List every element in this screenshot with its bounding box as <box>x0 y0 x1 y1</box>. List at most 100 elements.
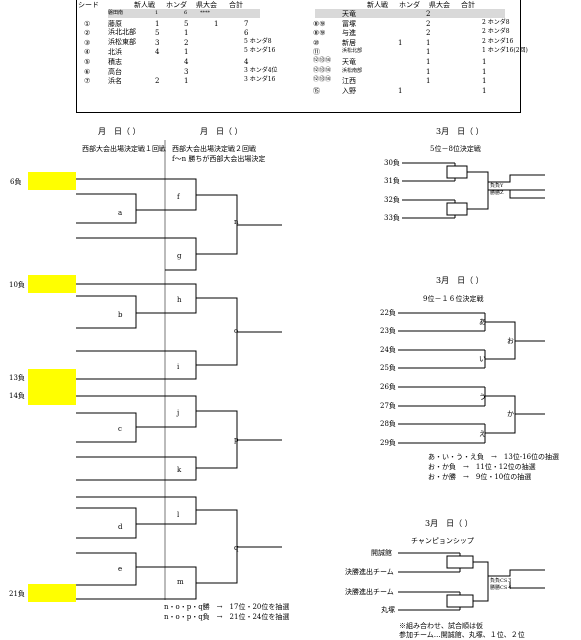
seed-number: ⑪ <box>313 48 320 57</box>
cell-pref: **** <box>200 10 210 16</box>
round2-subtitle: f～n 勝ちが西部大会出場決定 <box>172 155 266 163</box>
seed-number: ⑫⑬⑭ <box>313 66 332 74</box>
seed-number: ④ <box>84 48 91 57</box>
team-name: 磐田南 <box>108 10 124 16</box>
match-j-bracket <box>165 395 197 428</box>
place5-result-1: 負負Y <box>490 183 504 189</box>
seed-header: シード <box>78 1 99 9</box>
col-header-new: 新人戦 <box>134 1 155 9</box>
team-name: 天竜 <box>342 10 356 18</box>
cell-total: 3 ホンダ4位 <box>244 66 278 74</box>
match-p-bracket <box>196 410 238 469</box>
seed-number: ③ <box>84 38 91 47</box>
col-header-total-r: 合計 <box>461 1 475 9</box>
table-header-shade-right <box>315 9 505 18</box>
champ-result-2: 勝勝CS４ <box>490 585 513 591</box>
col-header-honda-r: ホンダ <box>399 1 420 9</box>
cell-total: 1 <box>482 77 487 86</box>
cell-honda: 2 <box>426 29 431 38</box>
yellow-slot-10 <box>28 275 76 293</box>
bottom-note-1: n・o・p・q勝 → 17位・20位を抽選 <box>164 603 290 611</box>
slot-label-13: 13負 <box>9 374 25 382</box>
seed-table <box>76 0 521 113</box>
match-label-う: う <box>479 393 486 401</box>
match-q-bracket <box>196 509 238 584</box>
pl5-upper2 <box>509 190 545 199</box>
cell-honda: 1 <box>184 29 189 38</box>
champ-upper <box>488 569 545 577</box>
place9-date: 3月 日（ ） <box>436 276 484 285</box>
pl5-upper <box>488 174 545 183</box>
team-name: 浜松東部 <box>108 37 136 46</box>
champ-result-1: 負負CS３ <box>490 578 513 584</box>
col-header-honda: ホンダ <box>166 1 187 9</box>
match-g-bracket <box>165 237 197 271</box>
match-n-bracket <box>196 194 238 255</box>
cell-total: 1 <box>482 86 487 95</box>
pl9-semi-o <box>485 321 516 360</box>
match-h-bracket <box>165 283 197 314</box>
cell-total: 3 ホンダ16 <box>244 76 276 84</box>
cell-honda: 1 <box>426 67 431 76</box>
cell-honda: 2 <box>426 19 431 28</box>
cell-honda: 5 <box>184 19 189 28</box>
champ-lower <box>509 582 545 589</box>
cell-honda: 4 <box>184 58 189 66</box>
cell-total: 7 <box>244 19 249 28</box>
slot-label-6: 6負 <box>10 178 22 186</box>
cell-honda: 6 <box>184 10 188 16</box>
cell-new: 4 <box>155 48 160 57</box>
seed-number: ⑧⑨ <box>313 19 326 28</box>
team-name: 新居 <box>342 38 356 47</box>
match-label-え: え <box>479 430 486 438</box>
team-name: 江西 <box>342 77 356 86</box>
place5-slot-0: 30負 <box>384 159 400 167</box>
col-header-pref: 県大会 <box>196 1 217 9</box>
place9-note-1: あ・い・う・え負 → 13位-16位の抽選 <box>428 453 560 461</box>
team-name: 北浜 <box>108 48 122 57</box>
slot-label-14: 14負 <box>9 392 25 400</box>
match-box-W <box>446 165 468 179</box>
place9-note-3: お・か勝 → 9位・10位の抽選 <box>428 473 532 481</box>
place5-date: 3月 日（ ） <box>436 127 484 136</box>
round2-date: 月 日（ ） <box>200 127 243 136</box>
col-header-total: 合計 <box>229 1 243 9</box>
round1-date: 月 日（ ） <box>98 127 141 136</box>
cell-new: 1 <box>155 19 160 28</box>
cell-honda: 1 <box>426 38 431 47</box>
match-b-bracket <box>76 295 137 329</box>
cell-total: 1 <box>482 58 487 66</box>
match-box-CS1 <box>446 555 474 569</box>
place9-title: 9位－１６位決定戦 <box>423 295 484 303</box>
pl5-lower <box>467 171 545 191</box>
match-label-h: h <box>177 296 182 304</box>
champ-slot-3: 丸塚 <box>381 606 395 614</box>
team-name: 高台 <box>108 67 122 76</box>
cell-new: 1 <box>155 10 159 16</box>
place9-note-2: お・か負 → 11位・12位の抽選 <box>428 463 536 471</box>
match-label-o: お <box>507 337 514 345</box>
match-box-X <box>446 202 468 216</box>
place9-slot-5: 27負 <box>380 402 396 410</box>
pl9-semi-ka <box>485 395 516 434</box>
match-label-g: g <box>177 252 182 260</box>
pl5-lower2 <box>467 190 489 210</box>
match-o-bracket <box>196 297 238 366</box>
match-f-bracket <box>165 178 197 211</box>
place5-slot-1: 31負 <box>384 177 400 185</box>
place9-slot-7: 29負 <box>380 439 396 447</box>
cell-pref: 1 <box>214 19 219 28</box>
place9-slot-6: 28負 <box>380 420 396 428</box>
team-name: 冨塚 <box>342 19 356 28</box>
team-name: 藤原 <box>108 19 122 28</box>
seed-number: ⑤ <box>84 58 91 66</box>
yellow-slot-13-14 <box>28 369 76 405</box>
match-label-e: e <box>118 565 123 573</box>
cell-new: 1 <box>398 86 403 95</box>
match-label-f: f <box>177 193 180 201</box>
match-label-p: p <box>234 436 239 444</box>
cell-honda: 1 <box>426 58 431 66</box>
place9-slot-1: 23負 <box>380 327 396 335</box>
seed-number: ⑫⑬⑭ <box>313 76 332 84</box>
